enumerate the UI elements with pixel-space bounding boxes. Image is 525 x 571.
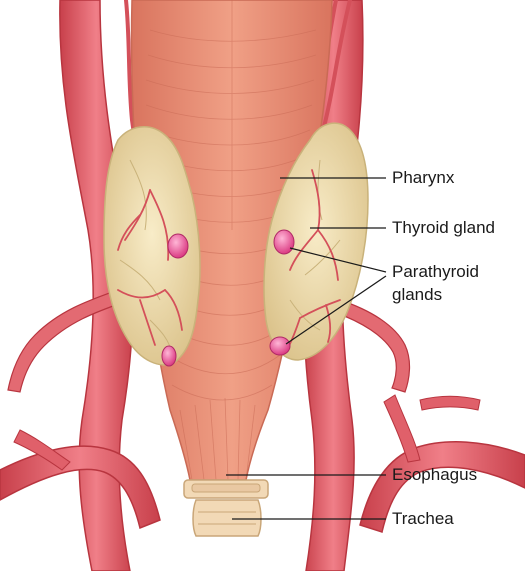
trachea-cut: [184, 480, 268, 536]
label-pharynx: Pharynx: [392, 168, 454, 188]
label-esophagus: Esophagus: [392, 465, 477, 485]
label-trachea: Trachea: [392, 509, 454, 529]
label-parathyroid-line2: glands: [392, 285, 442, 305]
label-thyroid-gland: Thyroid gland: [392, 218, 495, 238]
label-parathyroid-line1: Parathyroid: [392, 262, 479, 282]
